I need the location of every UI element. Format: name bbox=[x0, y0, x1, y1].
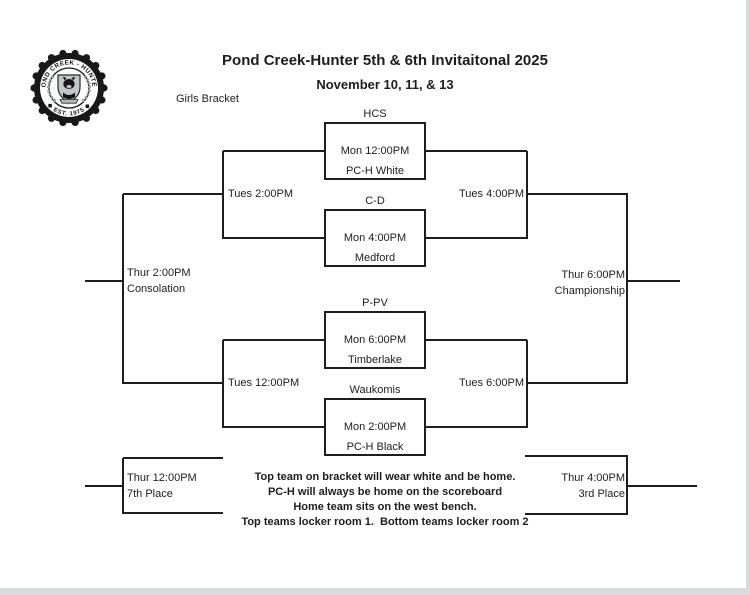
round-label-left-upper: Tues 2:00PM bbox=[228, 188, 294, 200]
game-time: Mon 12:00PM bbox=[340, 145, 410, 157]
third-place-time: Thur 4:00PM bbox=[561, 472, 625, 484]
consolation-label: Thur 2:00PM Consolation bbox=[127, 265, 191, 297]
championship-label: Thur 6:00PM Championship bbox=[475, 267, 625, 299]
round-label-right-lower: Tues 6:00PM bbox=[458, 377, 524, 389]
third-place-label: Thur 4:00PM 3rd Place bbox=[475, 470, 625, 502]
consolation-time: Thur 2:00PM bbox=[127, 267, 191, 279]
game-box-mon-12pm: HCS Mon 12:00PM PC-H White bbox=[324, 108, 426, 180]
game-box-mon-6pm: P-PV Mon 6:00PM Timberlake bbox=[324, 297, 426, 369]
consolation-title: Consolation bbox=[127, 283, 186, 295]
note-line: Home team sits on the west bench. bbox=[293, 501, 477, 513]
game-bottom-team: PC-H Black bbox=[346, 441, 404, 453]
seventh-place-title: 7th Place bbox=[127, 488, 173, 500]
game-top-team: Waukomis bbox=[349, 384, 401, 396]
page-right-edge bbox=[746, 0, 750, 595]
note-line: Top teams locker room 1. Bottom teams lo… bbox=[241, 516, 529, 528]
page-bottom-edge bbox=[0, 588, 750, 595]
third-place-title: 3rd Place bbox=[578, 488, 625, 500]
note-line: PC-H will always be home on the scoreboa… bbox=[267, 486, 503, 498]
game-time: Mon 2:00PM bbox=[343, 421, 407, 433]
game-box-mon-4pm: C-D Mon 4:00PM Medford bbox=[324, 195, 426, 267]
game-box-mon-2pm: Waukomis Mon 2:00PM PC-H Black bbox=[324, 384, 426, 456]
game-bottom-team: PC-H White bbox=[345, 165, 405, 177]
round-label-left-lower: Tues 12:00PM bbox=[228, 377, 300, 389]
tournament-title: Pond Creek-Hunter 5th & 6th Invitaitonal… bbox=[222, 52, 548, 69]
game-time: Mon 4:00PM bbox=[343, 232, 407, 244]
seal-banner bbox=[59, 99, 79, 104]
school-logo-seal: POND CREEK - HUNTER ◆ EST. 1975 ◆ bbox=[30, 49, 108, 127]
bracket-notes: Top team on bracket will wear white and … bbox=[20, 470, 750, 530]
championship-title: Championship bbox=[554, 285, 625, 297]
panther-icon bbox=[62, 76, 76, 99]
bracket-type-label: Girls Bracket bbox=[176, 93, 239, 105]
game-top-team: C-D bbox=[365, 195, 385, 207]
round-label-right-upper: Tues 4:00PM bbox=[458, 188, 524, 200]
tournament-dates: November 10, 11, & 13 bbox=[316, 77, 454, 92]
game-bottom-team: Timberlake bbox=[348, 354, 402, 366]
championship-time: Thur 6:00PM bbox=[561, 269, 625, 281]
game-top-team: HCS bbox=[363, 108, 387, 120]
seventh-place-label: Thur 12:00PM 7th Place bbox=[127, 470, 197, 502]
game-top-team: P-PV bbox=[362, 297, 388, 309]
note-line: Top team on bracket will wear white and … bbox=[254, 471, 516, 483]
game-time: Mon 6:00PM bbox=[343, 334, 407, 346]
seventh-place-time: Thur 12:00PM bbox=[127, 472, 197, 484]
game-bottom-team: Medford bbox=[354, 252, 396, 264]
